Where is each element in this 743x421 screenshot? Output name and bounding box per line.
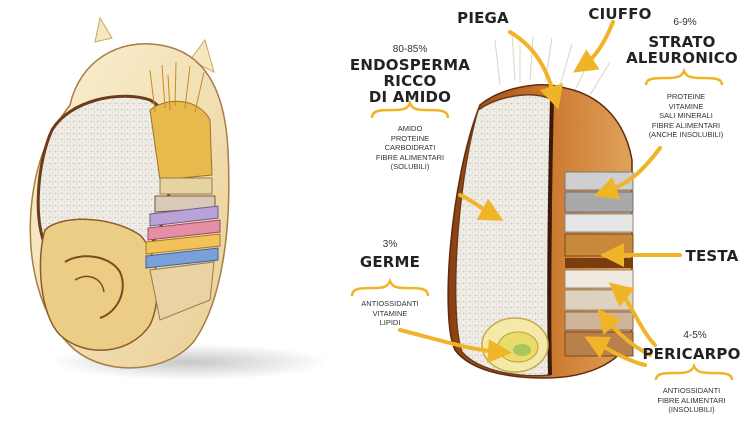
- pericarpo-item: (INSOLUBILI): [640, 405, 743, 415]
- aleuronico-title: STRATO ALEURONICO: [622, 34, 742, 66]
- label-testa: TESTA: [684, 248, 740, 264]
- aleuronico-item: SALI MINERALI: [630, 111, 742, 121]
- bran-layers: [565, 172, 633, 356]
- endosperma-item: CARBOIDRATI: [360, 143, 460, 153]
- left-germ: [40, 219, 157, 350]
- endosperma-percent: 80-85%: [360, 44, 460, 56]
- endosperma-title-line: RICCO: [345, 73, 475, 89]
- germe-item: VITAMINE: [345, 309, 435, 319]
- arrow-ciuffo: [583, 22, 613, 66]
- pericarpo-percent: 4-5%: [660, 330, 730, 342]
- germe-percent: 3%: [350, 239, 430, 251]
- germe-items: ANTIOSSIDANTI VITAMINE LIPIDI: [345, 299, 435, 328]
- pericarpo-item: ANTIOSSIDANTI: [640, 386, 743, 396]
- aleuronico-percent: 6-9%: [640, 17, 730, 29]
- brace-germe: [352, 281, 428, 296]
- endosperma-item: FIBRE ALIMENTARI: [360, 153, 460, 163]
- endosperma-item: AMIDO: [360, 124, 460, 134]
- endosperma-items: AMIDO PROTEINE CARBOIDRATI FIBRE ALIMENT…: [360, 124, 460, 172]
- aleuronico-title-line: STRATO: [622, 34, 742, 50]
- endosperma-title-line: ENDOSPERMA: [345, 57, 475, 73]
- endosperma-title: ENDOSPERMA RICCO DI AMIDO: [345, 57, 475, 105]
- endosperma-title-line: DI AMIDO: [345, 89, 475, 105]
- germe-item: ANTIOSSIDANTI: [345, 299, 435, 309]
- germe-item: LIPIDI: [345, 318, 435, 328]
- left-kernel-illustration: [30, 18, 330, 380]
- left-crease-hairs: [150, 101, 212, 180]
- brace-pericarpo: [656, 366, 732, 380]
- brace-aleuronico: [646, 71, 722, 85]
- aleuronico-items: PROTEINE VITAMINE SALI MINERALI FIBRE AL…: [630, 92, 742, 140]
- endosperma-item: (SOLUBILI): [360, 162, 460, 172]
- aleuronico-item: (ANCHE INSOLUBILI): [630, 130, 742, 140]
- pericarpo-items: ANTIOSSIDANTI FIBRE ALIMENTARI (INSOLUBI…: [640, 386, 743, 415]
- aleuronico-title-line: ALEURONICO: [622, 50, 742, 66]
- germe-title: GERME: [345, 254, 435, 270]
- pericarpo-item: FIBRE ALIMENTARI: [640, 396, 743, 406]
- label-piega: PIEGA: [448, 10, 518, 26]
- aleuronico-item: FIBRE ALIMENTARI: [630, 121, 742, 131]
- pericarpo-title: PERICARPO: [640, 346, 743, 362]
- aleuronico-item: VITAMINE: [630, 102, 742, 112]
- aleuronico-item: PROTEINE: [630, 92, 742, 102]
- endosperma-item: PROTEINE: [360, 134, 460, 144]
